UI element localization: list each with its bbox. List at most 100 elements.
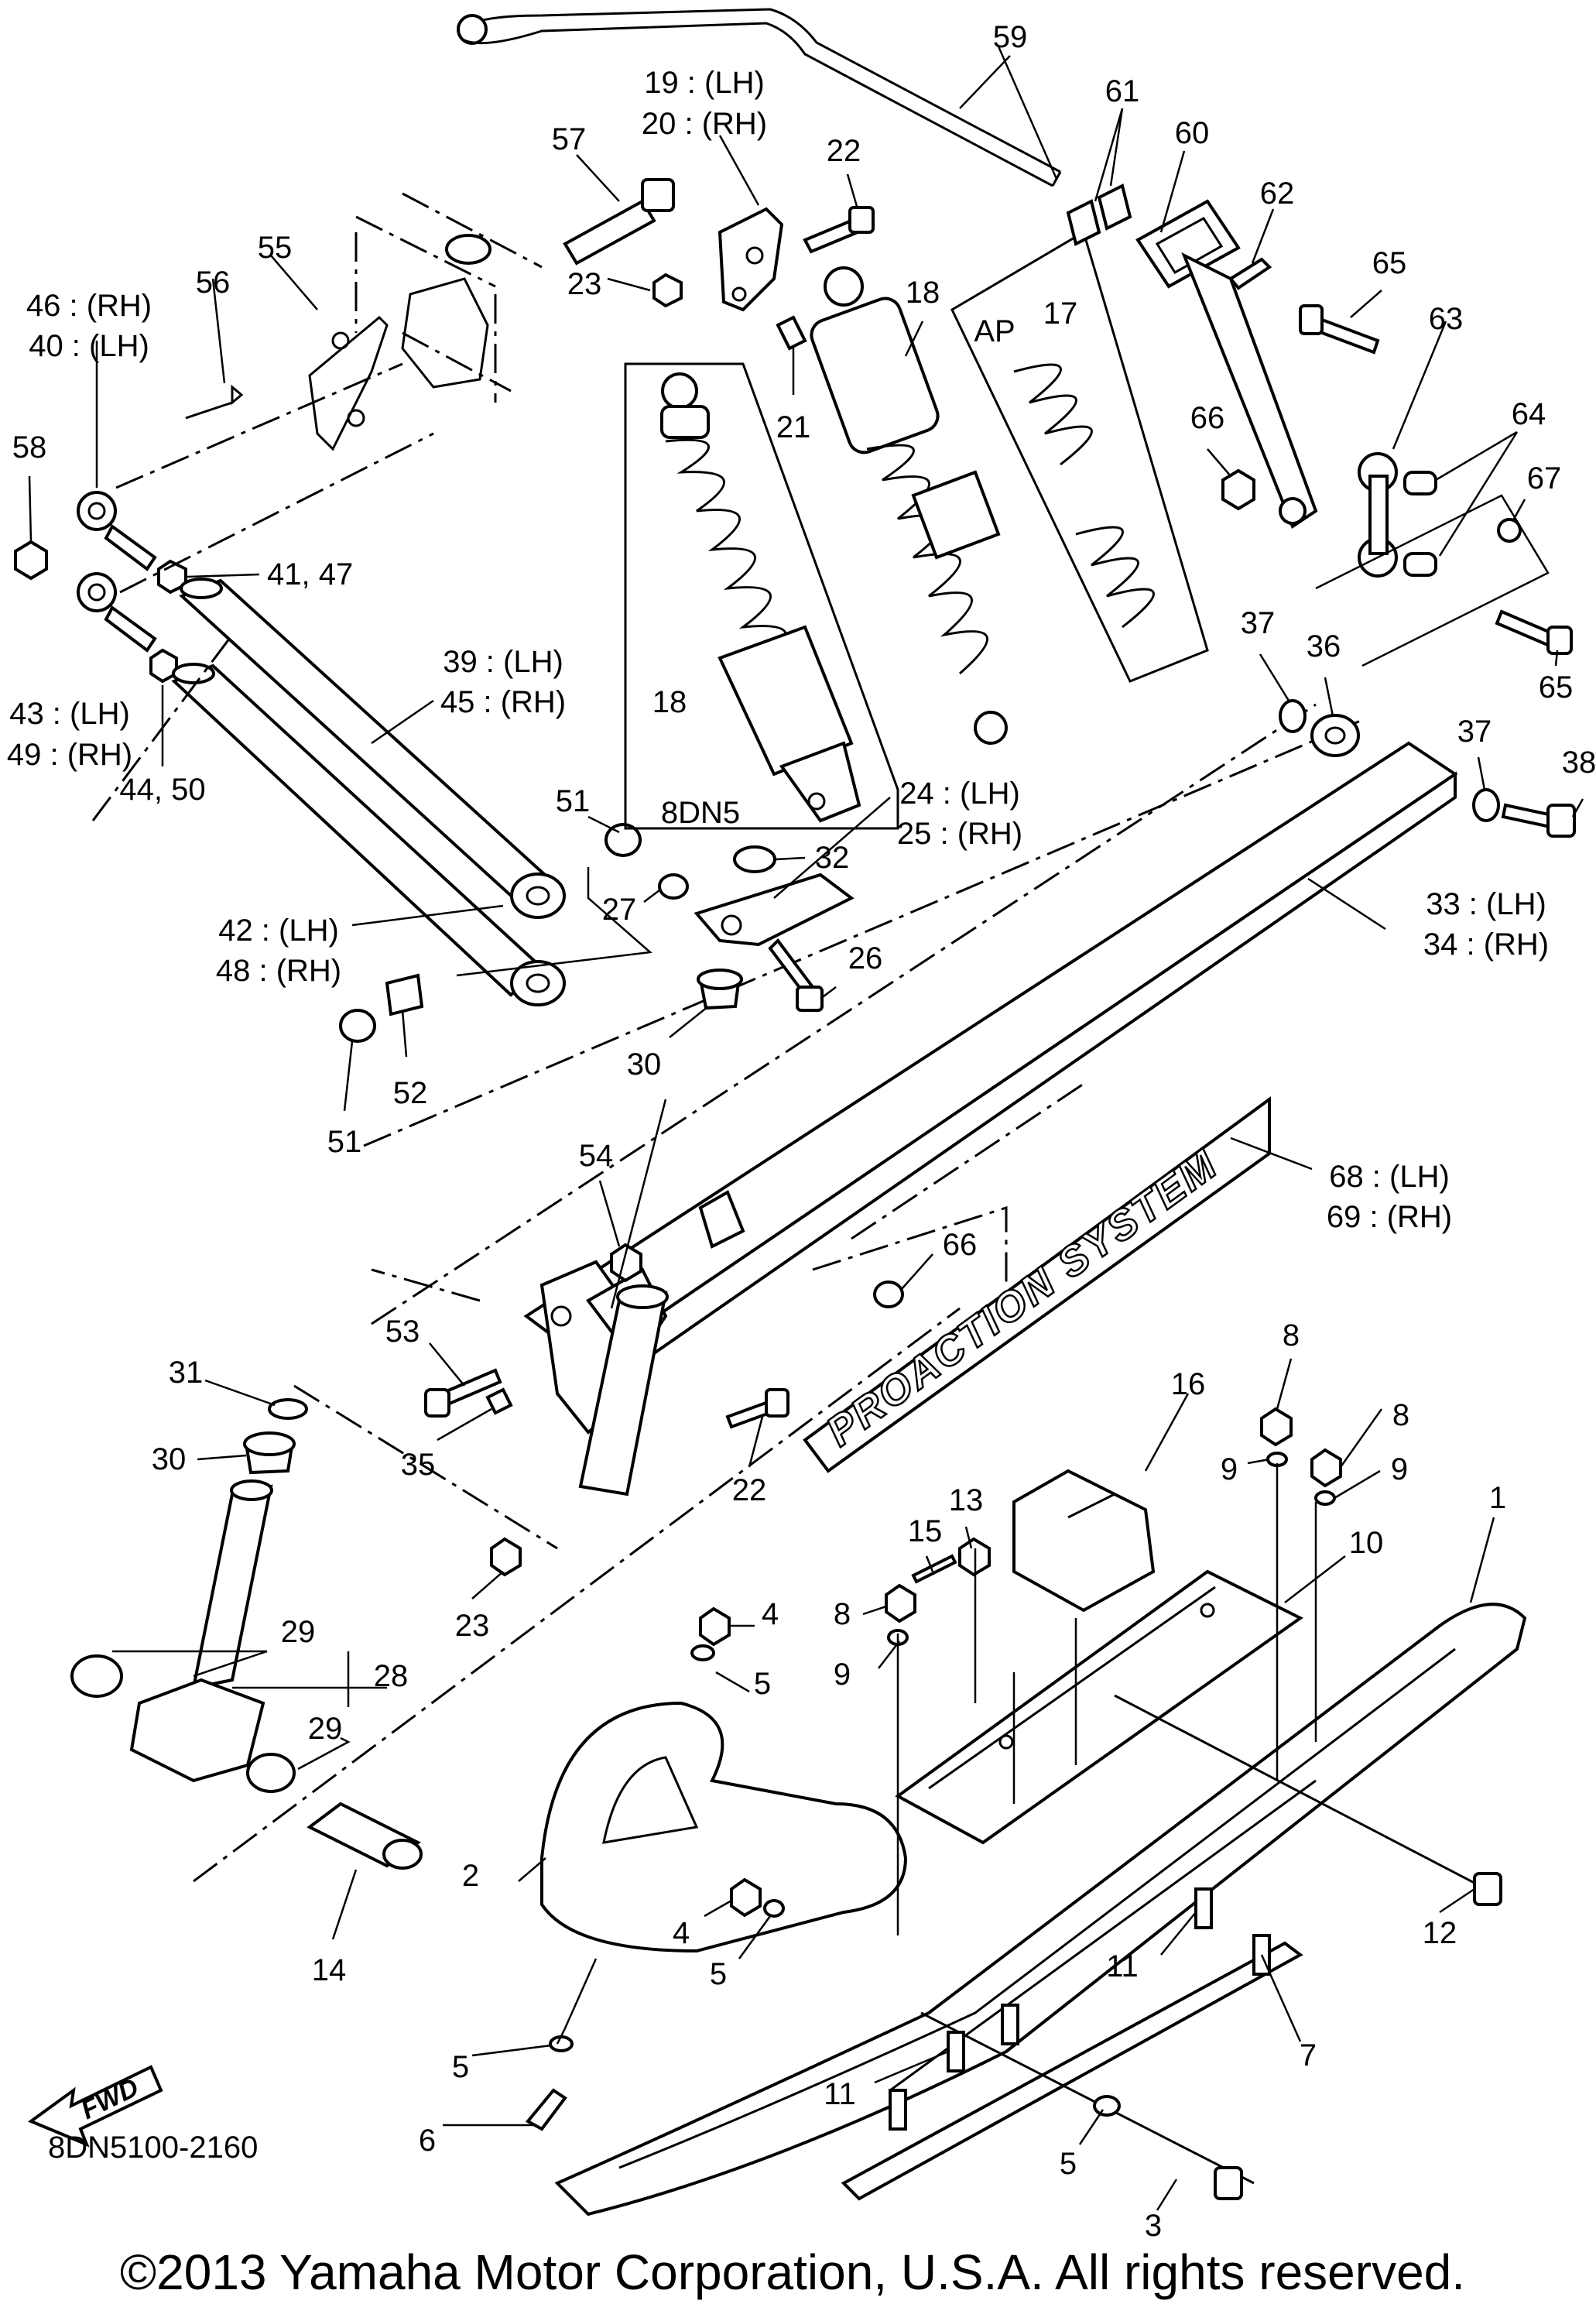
callout-18-left: 18 [652, 685, 687, 719]
ski-hardware-lines [556, 1463, 1317, 2045]
callout-8-b: 8 [1392, 1398, 1410, 1432]
part-37-washer-a [1279, 699, 1307, 733]
callout-65-lower: 65 [1538, 670, 1574, 705]
part-29-bushing-b [246, 1753, 296, 1793]
shock-box-8dn5 [624, 362, 899, 830]
callout-42: 42 : (LH) [218, 914, 339, 948]
nut-58 [14, 540, 48, 581]
callout-28: 28 [373, 1659, 409, 1693]
callout-31: 31 [168, 1356, 204, 1390]
callout-24: 24 : (LH) [899, 777, 1020, 811]
part-65-bolt-lower [1495, 609, 1573, 655]
callout-30-upper: 30 [626, 1047, 662, 1082]
callout-69: 69 : (RH) [1326, 1200, 1453, 1234]
part-36-bushing [1310, 714, 1360, 757]
part-66-nut-upper [1221, 468, 1255, 511]
part-23-nut-lower [490, 1537, 522, 1577]
callout-30-lower: 30 [151, 1442, 187, 1476]
callout-57: 57 [551, 122, 587, 156]
callout-40: 40 : (LH) [29, 329, 149, 363]
callout-3: 3 [1144, 2209, 1163, 2243]
callout-5-b: 5 [709, 1957, 728, 1991]
callout-44-50: 44, 50 [119, 773, 206, 807]
part-37-washer-b [1472, 788, 1500, 822]
callout-14: 14 [311, 1953, 347, 1987]
shock-absorber-18-right [810, 266, 1008, 745]
ski-hardware-nuts [525, 1407, 1342, 2131]
callout-29-b: 29 [307, 1712, 343, 1746]
callout-45: 45 : (RH) [440, 685, 567, 719]
callout-52: 52 [392, 1076, 428, 1110]
callout-53: 53 [385, 1315, 420, 1349]
callout-21: 21 [776, 410, 811, 444]
callout-11-a: 11 [1106, 1949, 1139, 1983]
callout-39: 39 : (LH) [443, 645, 563, 679]
callout-6: 6 [418, 2124, 437, 2158]
callout-43: 43 : (LH) [9, 697, 130, 731]
alignment-lines [91, 362, 1084, 1883]
callout-9-a: 9 [1220, 1452, 1238, 1486]
callout-16: 16 [1170, 1367, 1206, 1401]
callout-55: 55 [257, 231, 293, 265]
callout-49: 49 : (RH) [6, 738, 133, 772]
callout-15: 15 [907, 1514, 943, 1548]
callout-4-b: 4 [672, 1916, 690, 1950]
callout-29-a: 29 [280, 1615, 316, 1649]
drawing-code: 8DN5100-2160 [48, 2131, 259, 2165]
callout-25: 25 : (RH) [896, 817, 1023, 851]
arm-assembly-outline [456, 867, 652, 977]
part-29-bushing-a [70, 1654, 123, 1698]
part-62-pin [1228, 257, 1272, 290]
callout-46: 46 : (RH) [26, 289, 152, 323]
part-19-20-bracket [718, 207, 784, 312]
main-trailing-arm-33-34 [363, 703, 1458, 1397]
callout-18-right: 18 [905, 276, 940, 310]
callout-56: 56 [195, 266, 231, 300]
callout-51-lower: 51 [327, 1125, 362, 1159]
callout-9-c: 9 [833, 1658, 851, 1692]
spring-17 [1013, 363, 1155, 629]
link-assembly-outline [1315, 494, 1550, 667]
callout-48: 48 : (RH) [215, 954, 342, 988]
callout-41-47: 41, 47 [267, 557, 354, 591]
part-38-bolt [1501, 803, 1576, 838]
fwd-arrow-icon: FWD [27, 2065, 163, 2148]
callout-2: 2 [461, 1859, 480, 1893]
part-28-spindle [129, 1479, 273, 1783]
part-23-nut-upper [652, 273, 683, 308]
part-64-collars [1403, 471, 1437, 577]
callout-35: 35 [400, 1448, 436, 1482]
part-26-bolt [768, 938, 824, 1012]
callout-5-c: 5 [451, 2050, 470, 2084]
part-31-washer [268, 1398, 308, 1420]
part-10-saddle [895, 1569, 1303, 1845]
part-22-bolt-lower [725, 1388, 789, 1429]
callout-5-a: 5 [753, 1667, 772, 1701]
part-27-collar [658, 873, 689, 900]
part-3-bolt [920, 2011, 1255, 2200]
callout-22-upper: 22 [826, 134, 861, 168]
callout-36: 36 [1306, 629, 1341, 663]
part-2-handle [540, 1701, 908, 1953]
callout-51-upper: 51 [555, 784, 591, 818]
spring-box-ap [950, 230, 1209, 683]
axis-line-30 [610, 1099, 667, 1309]
callout-27: 27 [601, 893, 637, 927]
part-21-bolt [776, 315, 807, 351]
shock-mount-bracket [694, 873, 855, 947]
part-16-damper [1012, 1469, 1156, 1613]
callout-37-a: 37 [1240, 606, 1276, 640]
callout-19: 19 : (LH) [644, 66, 765, 100]
frame-bracket-55 [185, 192, 543, 451]
part-65-bolt-upper [1299, 304, 1380, 355]
part-32-cap [733, 845, 776, 873]
callout-20: 20 : (RH) [641, 107, 768, 141]
callout-62: 62 [1259, 177, 1295, 211]
callout-8-c: 8 [833, 1597, 851, 1631]
callout-64: 64 [1511, 397, 1546, 431]
callout-1: 1 [1488, 1481, 1507, 1515]
part-14-sleeve [307, 1802, 423, 1870]
callout-23-lower: 23 [454, 1609, 490, 1643]
callout-68: 68 : (LH) [1329, 1160, 1450, 1194]
shock-absorber-18-left [660, 372, 861, 823]
